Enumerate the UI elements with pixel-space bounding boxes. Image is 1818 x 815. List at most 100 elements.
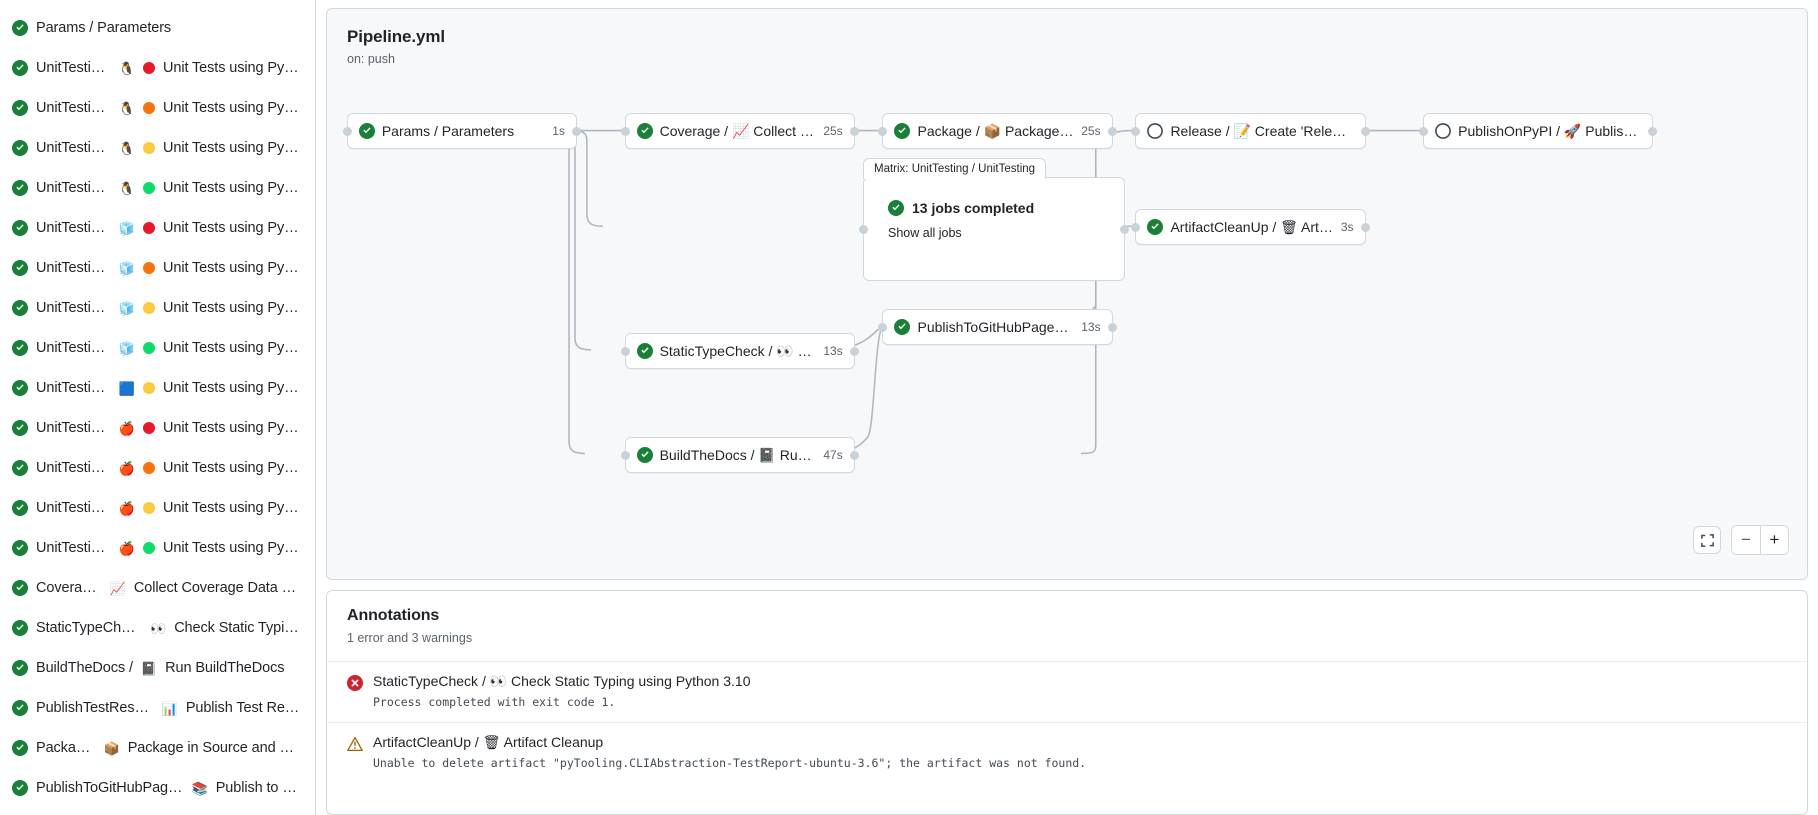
annotation-job-name: ArtifactCleanUp / 🗑 Artifact Cleanup: [373, 734, 604, 750]
sidebar-job-item[interactable]: PublishTestResults /📊Publish Test Resu..…: [4, 688, 311, 728]
sidebar-job-step-name: Collect Coverage Data usi...: [133, 580, 301, 596]
job-status-success-icon: [12, 100, 28, 116]
sidebar-job-step-name: Unit Tests using Pyth...: [162, 340, 301, 356]
sidebar-job-item[interactable]: UnitTesting /🐧Unit Tests using Pyth...: [4, 128, 311, 168]
sidebar-job-item[interactable]: UnitTesting /🧊Unit Tests using Pyth...: [4, 288, 311, 328]
python-version-color-dot-icon: [142, 142, 155, 154]
workflow-graph-panel[interactable]: Pipeline.yml on: push: [326, 8, 1808, 580]
sidebar-job-item[interactable]: UnitTesting /🐧Unit Tests using Pyth...: [4, 168, 311, 208]
sidebar-job-label: StaticTypeCheck /: [36, 620, 142, 636]
node-output-port: [1107, 322, 1117, 332]
sidebar-job-item[interactable]: PublishToGitHubPages /📚Publish to G...: [4, 768, 311, 808]
graph-node-ghpages[interactable]: PublishToGitHubPages / 📚 ...13s: [878, 309, 1117, 345]
node-output-port: [849, 450, 859, 460]
platform-emoji-icon: 🍎: [118, 420, 135, 436]
sidebar-job-item[interactable]: Package /📦Package in Source and Wh...: [4, 728, 311, 768]
graph-node-label: Coverage / 📈 Collect Cove...: [659, 122, 817, 139]
annotation-message: Process completed with exit code 1.: [373, 695, 616, 709]
platform-emoji-icon: 🍎: [118, 460, 135, 476]
graph-node-package[interactable]: Package / 📦 Package in So...25s: [878, 113, 1117, 149]
sidebar-job-item[interactable]: UnitTesting /🍎Unit Tests using Pyth...: [4, 488, 311, 528]
sidebar-job-item[interactable]: UnitTesting /🧊Unit Tests using Pyth...: [4, 248, 311, 288]
annotation-item[interactable]: StaticTypeCheck / 👀 Check Static Typing …: [327, 661, 1807, 722]
sidebar-job-item[interactable]: UnitTesting /🍎Unit Tests using Pyth...: [4, 528, 311, 568]
sidebar-job-item[interactable]: UnitTesting / 🧊 Unit Tests using Pyth...: [4, 328, 311, 368]
platform-emoji-icon: 🧊: [118, 340, 135, 356]
job-status-success-icon: [12, 780, 28, 796]
sidebar-job-item[interactable]: Coverage /📈Collect Coverage Data usi...: [4, 568, 311, 608]
sidebar-job-item[interactable]: UnitTesting / 🐧 Unit Tests using Pyth...: [4, 48, 311, 88]
platform-emoji-icon: 🐧: [118, 100, 135, 116]
sidebar-job-item[interactable]: StaticTypeCheck /👀Check Static Typing...: [4, 608, 311, 648]
graph-node-duration: 1s: [552, 124, 565, 138]
platform-emoji-icon: 🐧: [118, 60, 135, 76]
sidebar-job-item[interactable]: BuildTheDocs /📓Run BuildTheDocs: [4, 648, 311, 688]
node-input-port: [1419, 126, 1429, 136]
node-output-port: [1107, 126, 1117, 136]
job-status-success-icon: [12, 140, 28, 156]
graph-node-label: StaticTypeCheck / 👀 Chec...: [659, 342, 817, 359]
graph-node-coverage[interactable]: Coverage / 📈 Collect Cove...25s: [620, 113, 859, 149]
node-output-port: [1360, 126, 1370, 136]
job-status-success-icon: [12, 740, 28, 756]
matrix-summary-row: 13 jobs completed: [888, 200, 1124, 216]
sidebar-job-step-name: Unit Tests using Pyth...: [162, 180, 301, 196]
matrix-output-port: [1120, 224, 1129, 234]
sidebar-job-label: UnitTesting /: [36, 340, 111, 356]
sidebar-job-step-name: Unit Tests using Pyth...: [162, 420, 301, 436]
matrix-summary-text: 13 jobs completed: [912, 200, 1035, 216]
zoom-in-out-group[interactable]: − +: [1731, 525, 1789, 555]
annotations-summary: 1 error and 3 warnings: [347, 631, 473, 645]
node-status-success-icon: [358, 123, 375, 139]
graph-node-release[interactable]: Release / 📝 Create 'Release P...: [1131, 113, 1370, 149]
main-column: Pipeline.yml on: push: [316, 0, 1818, 815]
graph-node-duration: 3s: [1340, 220, 1354, 234]
python-version-color-dot-icon: [142, 302, 155, 314]
show-all-jobs-link[interactable]: Show all jobs: [888, 226, 962, 240]
sidebar-job-item[interactable]: UnitTesting /🟦Unit Tests using Pyth...: [4, 368, 311, 408]
fit-to-screen-button[interactable]: [1693, 526, 1721, 554]
platform-emoji-icon: 📈: [109, 580, 126, 596]
annotation-warning-icon: [347, 736, 363, 770]
graph-zoom-controls[interactable]: − +: [1693, 525, 1789, 555]
zoom-out-button[interactable]: −: [1732, 526, 1760, 554]
graph-node-buildthedocs[interactable]: BuildTheDocs / 📓 Run Buil...47s: [620, 437, 859, 473]
sidebar-job-step-name: Unit Tests using Pyth...: [162, 220, 301, 236]
graph-node-duration: 13s: [1081, 320, 1101, 334]
matrix-group-unittesting[interactable]: Matrix: UnitTesting / UnitTesting 13 job…: [859, 158, 1129, 281]
graph-node-statictype[interactable]: StaticTypeCheck / 👀 Chec...13s: [620, 333, 859, 369]
python-version-color-dot-icon: [142, 182, 155, 194]
node-input-port: [1131, 126, 1141, 136]
sidebar-job-step-name: Package in Source and Wh...: [127, 740, 301, 756]
job-status-success-icon: [12, 500, 28, 516]
sidebar-job-item[interactable]: UnitTesting /🍎Unit Tests using Pyth...: [4, 448, 311, 488]
sidebar-job-step-name: Unit Tests using Pyth...: [162, 300, 301, 316]
sidebar-job-step-name: Unit Tests using Pyth...: [162, 60, 301, 76]
zoom-in-button[interactable]: +: [1760, 526, 1788, 554]
sidebar-job-item[interactable]: UnitTesting /🧊Unit Tests using Pyth...: [4, 208, 311, 248]
matrix-input-port: [859, 224, 868, 234]
sidebar-job-label: UnitTesting /: [36, 260, 111, 276]
page-title: Pipeline.yml: [347, 27, 446, 46]
sidebar-job-item[interactable]: UnitTesting /🍎Unit Tests using Pyth...: [4, 408, 311, 448]
sidebar-job-label: UnitTesting /: [36, 60, 111, 76]
node-input-port: [878, 126, 888, 136]
sidebar-job-label: UnitTesting /: [36, 460, 111, 476]
graph-node-duration: 47s: [823, 448, 843, 462]
sidebar-job-label: UnitTesting /: [36, 100, 111, 116]
graph-header: Pipeline.yml on: push: [327, 9, 1807, 66]
platform-emoji-icon: 📓: [140, 660, 158, 676]
graph-node-artifact[interactable]: ArtifactCleanUp / 🗑 Artifac...3s: [1131, 209, 1370, 245]
node-input-port: [342, 126, 352, 136]
python-version-color-dot-icon: [142, 422, 155, 434]
graph-node-publishpypi[interactable]: PublishOnPyPI / 🚀 Publish to ...: [1419, 113, 1658, 149]
job-status-success-icon: [12, 20, 28, 36]
sidebar-job-item[interactable]: Params / Parameters: [4, 8, 311, 48]
sidebar-job-label: UnitTesting /: [36, 140, 111, 156]
node-input-port: [878, 322, 888, 332]
sidebar-job-item[interactable]: UnitTesting /🐧Unit Tests using Pyth...: [4, 88, 311, 128]
job-status-success-icon: [12, 380, 28, 396]
